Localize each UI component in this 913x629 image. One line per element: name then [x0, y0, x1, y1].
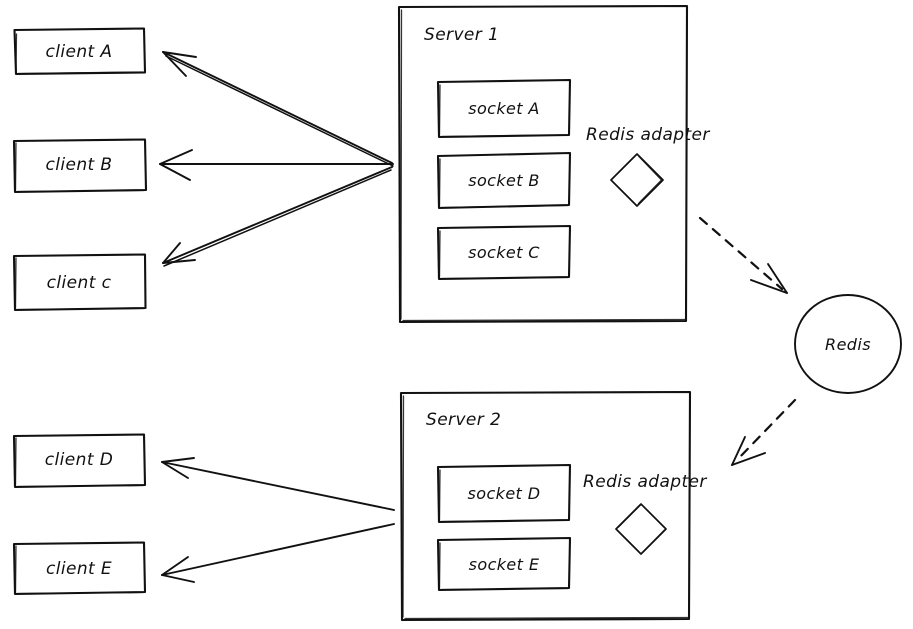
- socket-d-box-shadow: [438, 469, 569, 523]
- client-b-node[interactable]: client B: [12, 138, 148, 194]
- conn-server1-clientc-head-top: [162, 242, 181, 264]
- conn-server2-cliente-head-bottom: [161, 574, 195, 583]
- conn-server2-cliente: [161, 523, 395, 583]
- conn-server1-clienta-line: [162, 51, 393, 164]
- client-e-label: client E: [46, 559, 112, 579]
- client-c-label: client c: [47, 273, 112, 293]
- conn-server2-cliente-head-top: [161, 556, 189, 576]
- conn-server1-clienta: [162, 51, 394, 167]
- conn-server1-clientb-head-bottom: [159, 163, 191, 181]
- client-b-box: [12, 138, 148, 194]
- conn-server1-clienta-head-bottom: [162, 51, 187, 77]
- socket-a-node[interactable]: socket A: [436, 78, 572, 139]
- client-b-box-shadow: [14, 142, 145, 193]
- adapter-diamond-1-node[interactable]: [610, 153, 664, 207]
- socket-b-box: [436, 151, 572, 210]
- client-d-node[interactable]: client D: [12, 433, 147, 489]
- server-1-label: Server 1: [424, 25, 499, 45]
- conn-redis-adapter2-head-top: [731, 436, 746, 466]
- conn-server1-clienta-line-2: [165, 55, 394, 167]
- socket-e-label: socket E: [469, 555, 540, 574]
- conn-server1-clienta-head-top: [162, 51, 197, 58]
- socket-e-box-shadow: [438, 542, 569, 591]
- server-2-box-shadow: [402, 395, 689, 620]
- client-e-box-shadow: [14, 545, 144, 595]
- conn-adapter1-redis-head-top: [767, 263, 788, 294]
- adapter-diamond-1-shadow: [637, 155, 663, 205]
- socket-b-label: socket B: [468, 171, 540, 190]
- client-a-box-shadow: [15, 33, 144, 75]
- client-d-box-shadow: [14, 437, 144, 488]
- socket-e-box: [436, 536, 572, 592]
- server-1-box-shadow: [400, 9, 686, 322]
- conn-server2-cliente-line: [161, 523, 395, 576]
- client-a-box: [13, 27, 147, 76]
- server-1-box: [397, 4, 689, 324]
- conn-redis-adapter2-head-bottom: [731, 452, 766, 466]
- client-e-node[interactable]: client E: [12, 541, 147, 596]
- client-a-label: client A: [46, 42, 113, 62]
- conn-redis-adapter2-line: [736, 398, 797, 461]
- socket-c-label: socket C: [468, 243, 540, 262]
- client-c-box-shadow: [14, 257, 145, 311]
- socket-c-box-shadow: [438, 230, 569, 280]
- redis-label: Redis: [825, 335, 871, 354]
- socket-a-box-shadow: [438, 84, 569, 138]
- conn-server1-clientc-head-bottom: [162, 259, 196, 264]
- adapter-diamond-2-node[interactable]: [615, 503, 667, 555]
- server-2-adapter-label: Redis adapter: [583, 472, 707, 492]
- socket-a-box: [436, 78, 572, 139]
- server-2-node[interactable]: Server 2 socket D socket E Redis adapter: [399, 390, 707, 622]
- socket-a-label: socket A: [468, 99, 540, 118]
- redis-circle: [794, 294, 902, 394]
- redis-node[interactable]: Redis: [794, 294, 902, 394]
- conn-server1-clientb-head-top: [159, 149, 193, 165]
- conn-server2-clientd-head-bottom: [161, 461, 189, 479]
- server-2-label: Server 2: [426, 410, 501, 430]
- conn-adapter1-redis-line: [698, 216, 784, 291]
- client-c-node[interactable]: client c: [12, 253, 147, 312]
- client-d-label: client D: [45, 450, 113, 470]
- conn-adapter1-redis-head-bottom: [750, 279, 788, 294]
- server-2-box: [399, 390, 692, 622]
- socket-d-box: [436, 463, 572, 524]
- socket-d-node[interactable]: socket D: [436, 463, 572, 524]
- conn-server2-clientd: [161, 457, 395, 511]
- conn-server2-clientd-line: [161, 461, 395, 511]
- conn-server1-clientc-line-2: [163, 169, 392, 267]
- client-a-node[interactable]: client A: [13, 27, 147, 76]
- socket-c-node[interactable]: socket C: [436, 224, 572, 281]
- socket-e-node[interactable]: socket E: [436, 536, 572, 592]
- conn-server1-clientc: [162, 166, 393, 267]
- conn-server2-clientd-head-top: [161, 457, 195, 463]
- conn-adapter1-redis: [698, 216, 788, 294]
- socket-d-label: socket D: [468, 484, 541, 503]
- conn-redis-adapter2: [731, 398, 797, 466]
- server-1-adapter-label: Redis adapter: [586, 125, 710, 145]
- adapter-diamond-2-shape: [615, 503, 667, 555]
- socket-b-box-shadow: [438, 158, 569, 209]
- client-b-label: client B: [46, 155, 113, 175]
- socket-b-node[interactable]: socket B: [436, 151, 572, 210]
- client-c-box: [12, 253, 147, 312]
- conn-server1-clientb: [159, 149, 394, 181]
- client-d-box: [12, 433, 147, 489]
- server-1-node[interactable]: Server 1 socket A socket B socket C: [397, 4, 710, 324]
- adapter-diamond-2-shadow: [617, 503, 666, 553]
- conn-server1-clientc-line: [162, 166, 393, 264]
- client-e-box: [12, 541, 147, 596]
- adapter-diamond-1-shape: [610, 153, 664, 207]
- socket-c-box: [436, 224, 572, 281]
